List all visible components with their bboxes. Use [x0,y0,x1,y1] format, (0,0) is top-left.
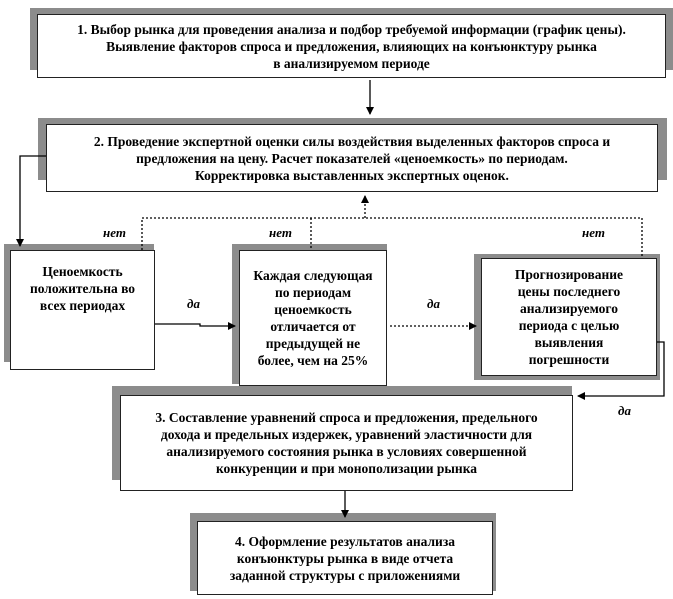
left-condition-box: Ценоемкость положительна во всех периода… [10,250,155,370]
step1-text: 1. Выбор рынка для проведения анализа и … [77,21,626,72]
step3-text: 3. Составление уравнений спроса и предло… [155,409,537,477]
left-condition-text: Ценоемкость положительна во всех периода… [30,263,135,314]
arrow-right-to-step3 [577,341,665,400]
step4-line-2: конъюнктуры рынка в виде отчета [236,550,454,566]
step4-box: 4. Оформление результатов анализа конъюн… [197,521,493,595]
label-yes-middle: да [427,296,440,311]
step1-line-1: 1. Выбор рынка для проведения анализа и … [77,21,626,37]
middle-condition-box: Каждая следующая по периодам ценоемкость… [239,250,387,386]
label-no-left: нет [103,225,126,240]
right-line-4: периода с целью [518,318,620,333]
step2-box: 2. Проведение экспертной оценки силы воз… [46,124,658,192]
right-line-3: анализируемого [520,301,618,316]
middle-line-4: отличается от [270,319,356,334]
step3-line-4: конкуренции и при монополизации рынка [215,461,478,476]
right-forecast-box: Прогнозирование цены последнего анализир… [481,258,657,376]
right-line-2: цены последнего [517,284,621,299]
left-line-2: положительна во [29,281,136,296]
arrow-step2-to-left-box [16,155,46,247]
step2-line-1: 2. Проведение экспертной оценки силы воз… [93,133,611,149]
middle-line-6: более, чем на 25% [257,353,369,368]
middle-line-2: по периодам [274,285,352,300]
label-no-middle: нет [269,225,292,240]
right-line-5: выявления [534,335,604,350]
right-forecast-text: Прогнозирование цены последнего анализир… [515,266,623,368]
step2-line-3: Корректировка выставленных экспертных оц… [195,167,509,183]
step3-line-2: дохода и предельных издержек, уравнений … [160,427,533,442]
middle-line-5: предыдущей не [265,336,361,351]
left-line-3: всех периодах [39,298,126,313]
step4-text: 4. Оформление результатов анализа конъюн… [230,533,460,584]
step1-line-2: Выявление факторов спроса и предложения,… [106,38,597,54]
arrow-left-to-middle [155,322,236,330]
label-yes-left: да [187,296,200,311]
middle-condition-text: Каждая следующая по периодам ценоемкость… [253,267,372,369]
middle-line-3: ценоемкость [274,302,352,317]
label-no-right: нет [582,225,605,240]
step1-box: 1. Выбор рынка для проведения анализа и … [37,14,666,78]
label-yes-right: да [618,403,631,418]
left-line-1: Ценоемкость [42,264,123,279]
step3-line-1: 3. Составление уравнений спроса и предло… [155,410,538,425]
step1-line-3: в анализируемом периоде [273,55,430,71]
step2-text: 2. Проведение экспертной оценки силы воз… [94,133,610,184]
step3-line-3: анализируемого состояния рынка в условия… [166,444,527,459]
step2-line-2: предложения на цену. Расчет показателей … [136,150,568,166]
dotted-feedback-line [141,217,643,258]
step4-line-3: заданной структуры с приложениями [229,567,461,583]
step4-line-1: 4. Оформление результатов анализа [235,533,455,549]
right-line-6: погрешности [528,352,610,367]
middle-line-1: Каждая следующая [253,268,373,283]
step3-box: 3. Составление уравнений спроса и предло… [120,395,573,491]
right-line-1: Прогнозирование [514,267,624,282]
